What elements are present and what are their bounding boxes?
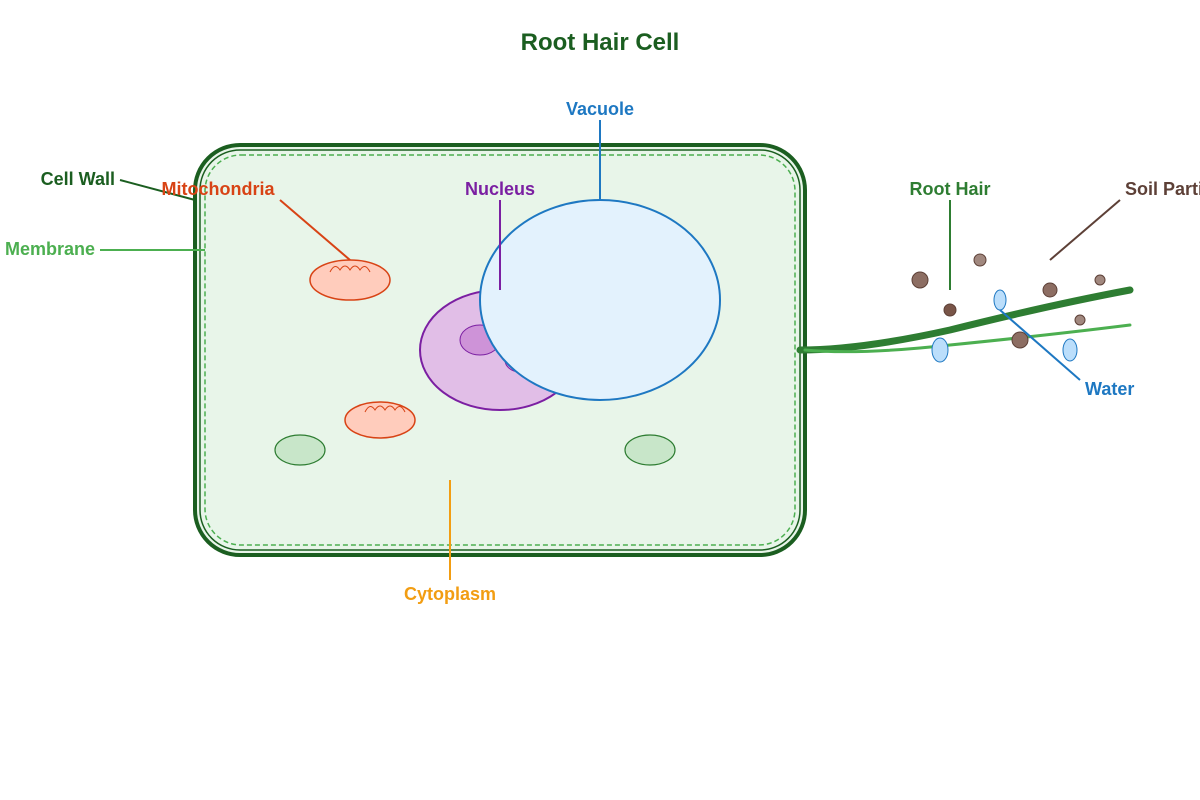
- soil-particles-leader: [1049, 199, 1121, 261]
- nucleus-label: Nucleus: [465, 179, 535, 199]
- water-label: Water: [1085, 379, 1134, 399]
- soil-particles-label: Soil Particles: [1125, 179, 1200, 199]
- organelle-right: [624, 434, 676, 466]
- membrane-label: Membrane: [5, 239, 95, 259]
- diagram-title: Root Hair Cell: [521, 29, 680, 56]
- mitochondrion-lower: [344, 401, 416, 439]
- cell-membrane: [204, 154, 796, 546]
- cell-wall-leader: [119, 179, 196, 201]
- soil-particles: [911, 253, 1106, 349]
- mitochondria-label: Mitochondria: [162, 179, 276, 199]
- organelle-left: [274, 434, 326, 466]
- vacuole: [479, 199, 721, 401]
- root-hair-label: Root Hair: [910, 179, 991, 199]
- mitochondrion-upper: [309, 259, 391, 301]
- water-droplets: [931, 289, 1078, 363]
- cell-wall-label: Cell Wall: [41, 169, 115, 189]
- root-hair-inner: [803, 323, 1132, 354]
- mitochondria-leader: [279, 199, 351, 261]
- cytoplasm-label: Cytoplasm: [404, 584, 496, 604]
- vacuole-label: Vacuole: [566, 99, 634, 119]
- root-hair: [796, 286, 1134, 354]
- water-leader: [999, 309, 1081, 381]
